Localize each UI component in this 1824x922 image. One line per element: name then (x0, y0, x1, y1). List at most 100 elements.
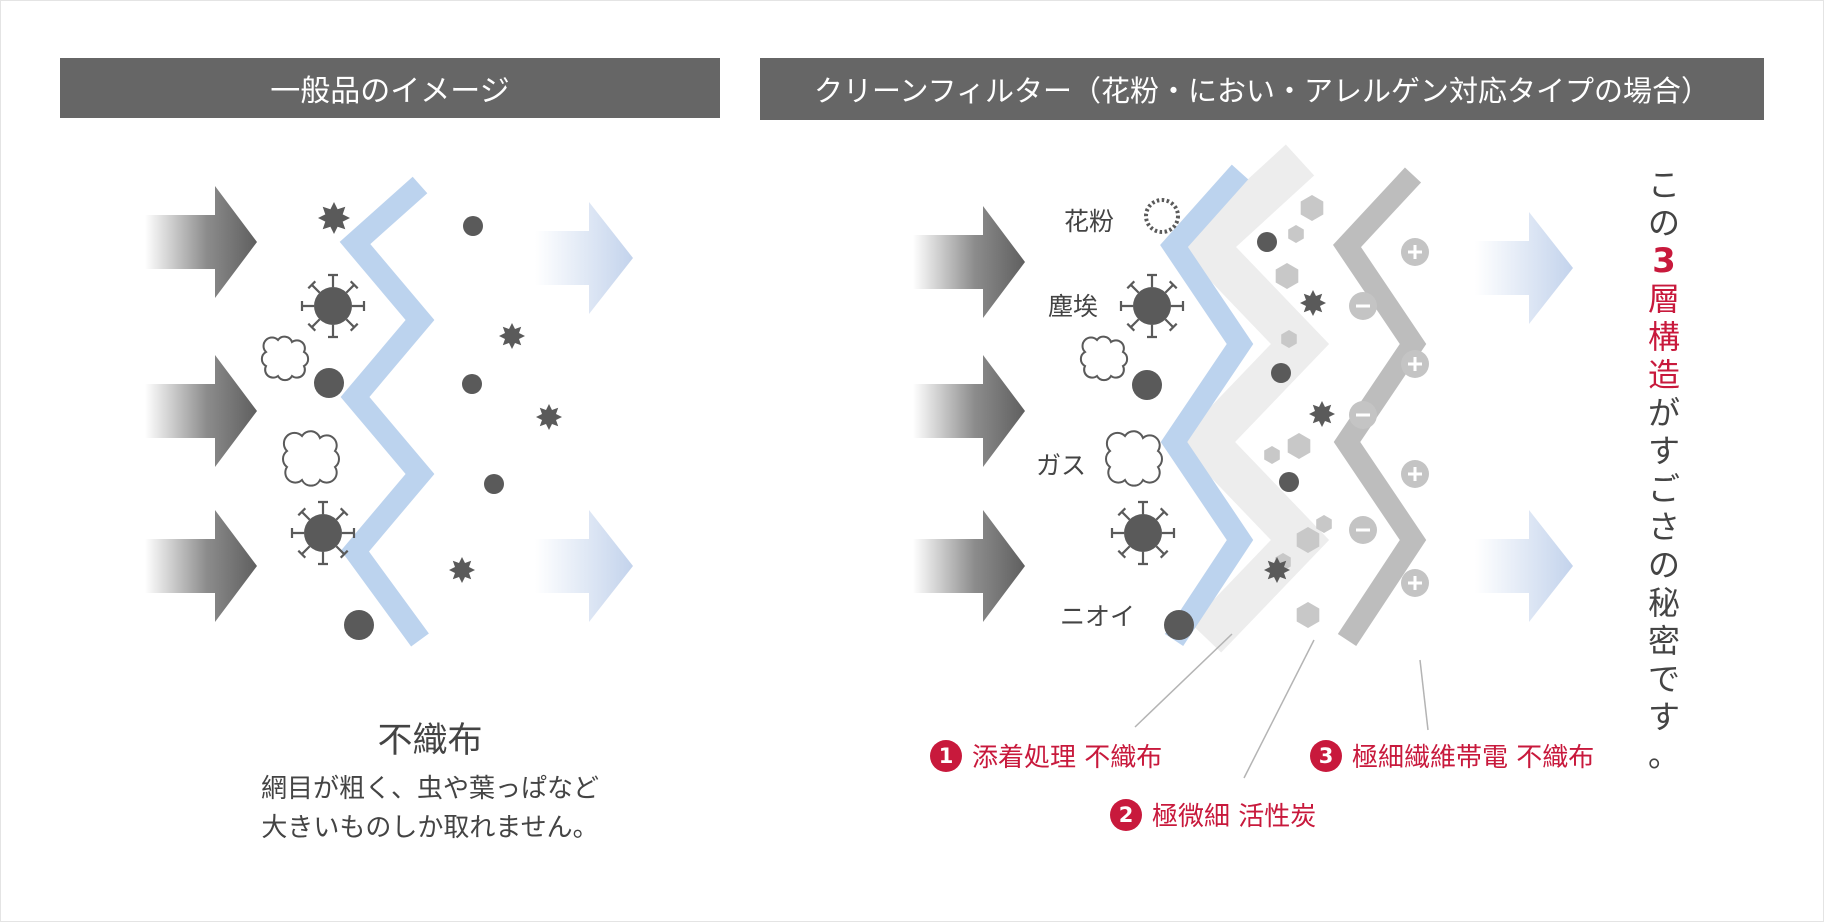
minus-charge-icon (1347, 514, 1379, 546)
callout-layer-2: 2 極微細 活性炭 (1110, 796, 1316, 833)
plus-charge-icon (1399, 236, 1431, 268)
description-line-2: 大きいものしか取れません。 (261, 813, 599, 843)
tagline-part-2: 層構造 (1648, 280, 1680, 394)
header-general-product: 一般品のイメージ (60, 58, 720, 118)
outflow-arrow (535, 202, 633, 314)
leader-line-1 (1134, 633, 1233, 728)
gas-cloud-icon (1105, 430, 1163, 487)
tagline-char: す (1647, 698, 1680, 736)
label-gas: ガス (1036, 451, 1087, 480)
callout-layer-1: 1 添着処理 不織布 (930, 737, 1162, 774)
badge-number-1: 1 (930, 739, 962, 772)
carbon-granule (1288, 225, 1304, 243)
dust-particle (463, 216, 483, 236)
dust-particle (344, 610, 374, 640)
tagline-char: 3 (1652, 241, 1676, 281)
odor-particle-icon (1164, 610, 1194, 640)
tagline-char: 。 (1647, 736, 1680, 774)
leader-line-2 (1243, 639, 1315, 779)
virus-particle (300, 273, 366, 339)
tagline-char: す (1647, 432, 1680, 470)
inflow-arrow (913, 510, 1025, 622)
label-dust: 塵埃 (1048, 292, 1099, 321)
header-clean-filter: クリーンフィルター（花粉・におい・アレルゲン対応タイプの場合） (760, 58, 1764, 120)
minus-charge-icon (1347, 290, 1379, 322)
dust-virus-icon (1119, 273, 1185, 339)
callout-label-2: 極微細 活性炭 (1152, 802, 1317, 832)
outflow-arrow (1475, 510, 1573, 622)
callout-label-1: 添着処理 不織布 (972, 743, 1163, 773)
virus-particle (1110, 500, 1176, 566)
pollen-particle (449, 557, 475, 583)
tagline-char: の (1647, 546, 1680, 584)
pollen-particle (536, 404, 562, 430)
tagline-char: こ (1647, 166, 1680, 204)
carbon-granule (1300, 195, 1324, 221)
dust-particle (462, 374, 482, 394)
dust-particle (1257, 232, 1277, 252)
tagline-char: 造 (1647, 356, 1680, 394)
inflow-arrow (913, 355, 1025, 467)
left-material-description: 網目が粗く、虫や葉っぱなど 大きいものしか取れません。 (180, 770, 680, 848)
tagline-char: 秘 (1647, 584, 1680, 622)
dust-particle (1132, 370, 1162, 400)
callout-label-3: 極細繊維帯電 不織布 (1352, 743, 1595, 773)
label-pollen: 花粉 (1064, 207, 1115, 236)
inflow-arrow (145, 510, 257, 622)
leader-line-3 (1419, 659, 1429, 731)
tagline-part-3: がすごさの秘密です。 (1648, 394, 1680, 774)
outflow-arrow (535, 510, 633, 622)
adhesive-nonwoven-layer (1160, 164, 1254, 647)
tagline-char: 密 (1647, 622, 1680, 660)
pollen-dotted-icon (1144, 198, 1180, 234)
pollen-particle (318, 202, 350, 234)
dust-particle (314, 368, 344, 398)
pollen-particle (1300, 290, 1326, 316)
right-particles (1079, 198, 1335, 640)
tagline-char: さ (1647, 508, 1680, 546)
pollen-particle (1309, 401, 1335, 427)
right-inflow-arrows (913, 206, 1025, 622)
right-outflow-arrows (1475, 212, 1573, 622)
plus-charge-icon (1399, 567, 1431, 599)
carbon-granule (1264, 446, 1280, 464)
pollen-particle (499, 323, 525, 349)
tagline-char: 層 (1647, 280, 1680, 318)
dust-particle (1279, 472, 1299, 492)
tagline-number: 3 (1652, 242, 1676, 280)
badge-number-3: 3 (1310, 739, 1342, 772)
tagline-char: 構 (1647, 318, 1680, 356)
callout-layer-3: 3 極細繊維帯電 不織布 (1310, 737, 1594, 774)
left-particles (260, 202, 562, 640)
plus-charge-icon (1399, 458, 1431, 490)
virus-particle (290, 500, 356, 566)
pollen-particle (1264, 557, 1290, 583)
left-material-title: 不織布 (377, 721, 483, 761)
inflow-arrow (913, 206, 1025, 318)
vertical-tagline: この 3 層構造 がすごさの秘密です。 (1642, 166, 1686, 774)
carbon-granule (1287, 433, 1311, 459)
carbon-granule (1275, 263, 1299, 289)
tagline-char: ご (1647, 470, 1680, 508)
plus-charge-icon (1399, 348, 1431, 380)
tagline-char: の (1647, 204, 1680, 242)
inflow-arrow (145, 355, 257, 467)
carbon-granule (1296, 602, 1320, 628)
electret-nonwoven-layer (1333, 167, 1427, 647)
gas-particle (282, 430, 340, 487)
inflow-arrow (145, 186, 257, 298)
label-odor: ニオイ (1060, 602, 1136, 631)
minus-charge-icon (1347, 399, 1379, 431)
nonwoven-filter-zigzag (339, 176, 435, 647)
gas-particle (260, 335, 310, 382)
tagline-char: で (1647, 660, 1680, 698)
description-line-1: 網目が粗く、虫や葉っぱなど (260, 774, 599, 804)
outflow-arrow (1475, 212, 1573, 324)
left-inflow-arrows (145, 186, 257, 622)
callout-leader-lines (1134, 633, 1429, 779)
dust-particle (1271, 363, 1291, 383)
tagline-char: が (1647, 394, 1680, 432)
dust-particle (484, 474, 504, 494)
